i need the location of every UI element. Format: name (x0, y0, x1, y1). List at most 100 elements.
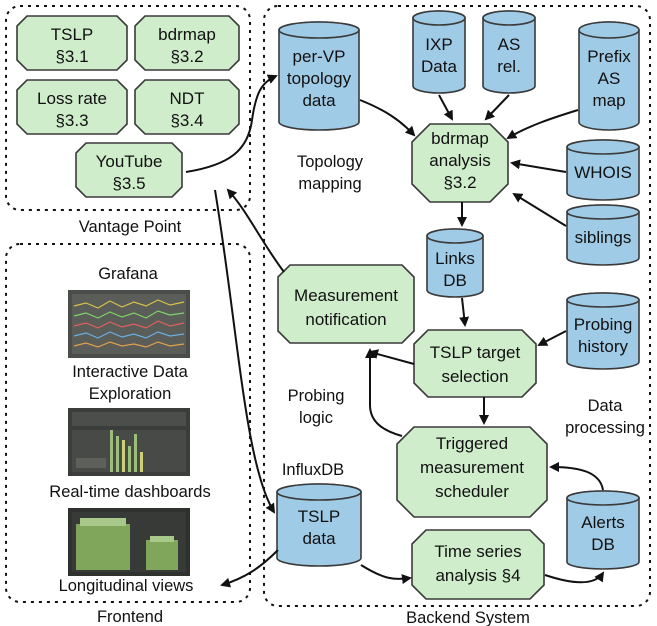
svg-text:history: history (578, 337, 629, 356)
edge-notification-to-youtube (226, 188, 285, 273)
svg-text:Alerts: Alerts (581, 513, 624, 532)
edge-alerts-to-scheduler (549, 462, 604, 491)
siblings-db: siblings (566, 204, 640, 266)
frontend-label: Frontend (97, 608, 163, 626)
interactive-exploration-thumbnail (68, 290, 190, 358)
svg-text:notification: notification (305, 310, 386, 329)
svg-text:topology: topology (287, 69, 352, 88)
svg-text:Triggered: Triggered (436, 434, 508, 453)
data-processing-label-2: processing (565, 419, 645, 437)
tslp-target-selection-node: TSLP target selection (413, 329, 537, 398)
as-relationship-db: AS rel. (482, 10, 536, 94)
interactive-caption-line1: Interactive Data (72, 363, 188, 381)
svg-text:YouTube: YouTube (96, 152, 163, 171)
prefix-as-map-db: Prefix AS map (578, 21, 640, 131)
topology-mapping-label-2: mapping (298, 175, 361, 193)
probing-history-db: Probing history (566, 292, 640, 370)
svg-text:Links: Links (435, 249, 475, 268)
vantage-point-label: Vantage Point (79, 218, 182, 236)
svg-text:bdrmap: bdrmap (158, 25, 216, 44)
probing-logic-label-1: Probing (288, 387, 345, 405)
svg-text:Loss rate: Loss rate (37, 89, 107, 108)
data-processing-label-1: Data (588, 397, 624, 415)
svg-text:measurement: measurement (420, 458, 524, 477)
measurement-notification-node: Measurement notification (277, 264, 415, 344)
svg-text:TSLP: TSLP (298, 507, 341, 526)
backend-frame (263, 5, 651, 607)
triggered-measurement-scheduler-node: Triggered measurement scheduler (396, 426, 548, 518)
svg-text:analysis §4: analysis §4 (435, 566, 520, 585)
edge-tslpdata-to-analysis (360, 564, 412, 585)
svg-text:Probing: Probing (574, 315, 633, 334)
tslp-probe-node: TSLP §3.1 (16, 15, 128, 71)
links-db: Links DB (426, 228, 484, 298)
svg-text:Prefix: Prefix (587, 47, 631, 66)
alerts-db: Alerts DB (566, 490, 640, 570)
svg-text:DB: DB (591, 535, 615, 554)
svg-text:IXP: IXP (425, 35, 452, 54)
loss-rate-probe-node: Loss rate §3.3 (16, 79, 128, 135)
edge-analysis-to-alerts (544, 571, 605, 584)
svg-text:WHOIS: WHOIS (574, 163, 632, 182)
interactive-caption-line2: Exploration (89, 385, 172, 403)
edge-prefix-to-bdrmap (506, 109, 579, 140)
youtube-probe-node: YouTube §3.5 (75, 142, 183, 198)
svg-text:NDT: NDT (170, 89, 205, 108)
probing-logic-label-2: logic (299, 409, 333, 427)
svg-text:siblings: siblings (575, 228, 632, 247)
edge-topology-to-bdrmap (359, 99, 416, 137)
per-vp-topology-data-db: per-VP topology data (278, 21, 360, 131)
ixp-data-db: IXP Data (412, 10, 466, 94)
svg-text:TSLP target: TSLP target (430, 343, 521, 362)
edge-siblings-to-bdrmap (512, 192, 567, 227)
topology-mapping-label-1: Topology (297, 153, 364, 171)
svg-text:rel.: rel. (497, 57, 521, 76)
realtime-caption: Real-time dashboards (49, 483, 210, 501)
svg-text:data: data (302, 529, 336, 548)
svg-text:§3.5: §3.5 (112, 174, 145, 193)
whois-db: WHOIS (566, 139, 640, 201)
backend-system-label: Backend System (406, 609, 530, 626)
svg-text:analysis: analysis (429, 151, 490, 170)
svg-text:map: map (592, 91, 625, 110)
realtime-dashboard-thumbnail (68, 408, 190, 476)
edge-asrel-to-bdrmap (484, 94, 510, 121)
edge-ixp-to-bdrmap (438, 94, 453, 121)
bdrmap-probe-node: bdrmap §3.2 (134, 15, 240, 71)
edge-vantage-to-tslp-data (214, 189, 276, 514)
frontend-frame (5, 243, 251, 603)
ndt-probe-node: NDT §3.4 (134, 79, 240, 135)
svg-text:Data: Data (421, 57, 457, 76)
svg-text:data: data (302, 91, 336, 110)
longitudinal-view-thumbnail (68, 508, 190, 576)
svg-text:§3.1: §3.1 (55, 47, 88, 66)
svg-text:AS: AS (598, 69, 621, 88)
edge-target-to-notification (368, 349, 415, 365)
longitudinal-caption: Longitudinal views (59, 577, 194, 595)
svg-text:TSLP: TSLP (51, 25, 94, 44)
svg-text:Measurement: Measurement (294, 286, 398, 305)
svg-text:DB: DB (443, 271, 467, 290)
vantage-point-frame (5, 5, 251, 211)
edge-tslpdata-to-frontend (220, 549, 279, 588)
time-series-analysis-node: Time series analysis §4 (411, 529, 545, 600)
influxdb-label: InfluxDB (282, 461, 344, 479)
edge-youtube-to-topology (185, 74, 278, 173)
grafana-label: Grafana (98, 265, 158, 283)
svg-text:scheduler: scheduler (435, 482, 509, 501)
svg-text:selection: selection (441, 367, 508, 386)
svg-text:bdrmap: bdrmap (431, 129, 489, 148)
edge-history-to-target (537, 330, 567, 346)
svg-text:AS: AS (498, 35, 521, 54)
svg-text:per-VP: per-VP (293, 47, 346, 66)
edge-whois-to-bdrmap (510, 159, 567, 173)
svg-text:Time series: Time series (434, 542, 521, 561)
tslp-data-db: TSLP data (276, 483, 362, 567)
svg-text:§3.2: §3.2 (170, 47, 203, 66)
svg-text:§3.2: §3.2 (443, 173, 476, 192)
svg-text:§3.3: §3.3 (55, 111, 88, 130)
bdrmap-analysis-node: bdrmap analysis §3.2 (411, 123, 509, 203)
svg-text:§3.4: §3.4 (170, 111, 203, 130)
edge-links-to-target (459, 297, 470, 327)
